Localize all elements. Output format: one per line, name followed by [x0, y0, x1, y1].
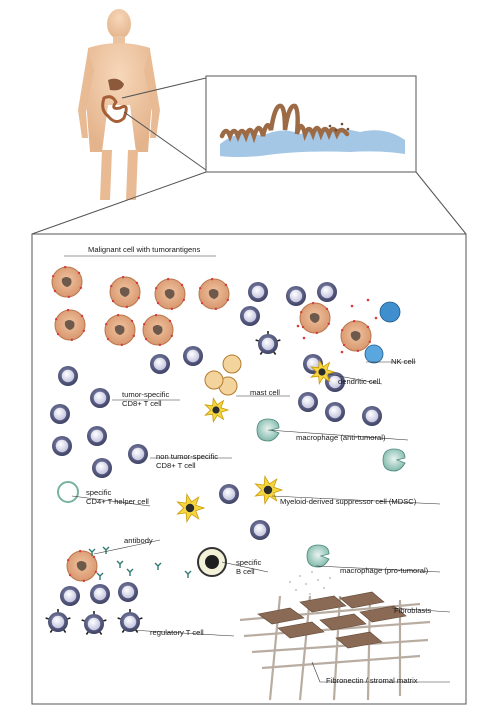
t-cell [87, 426, 107, 446]
label-macrophage-anti: macrophage (anti-tumoral) [296, 433, 386, 442]
t-cell [118, 582, 138, 602]
antibody [88, 548, 96, 556]
antibody [154, 562, 162, 570]
label-fibroblasts: Fibroblasts [394, 606, 432, 615]
label-antibody: antibody [124, 536, 153, 545]
t-cell [150, 354, 170, 374]
malignant-cell [198, 277, 230, 311]
grey-star-cell [204, 397, 230, 423]
antigen-dot [366, 298, 370, 302]
regulatory-t-cell [84, 614, 104, 634]
label-nk-cell: NK cell [391, 357, 416, 366]
label-macrophage-pro: macrophage (pro-tumoral) [340, 566, 429, 575]
t-cell [250, 520, 270, 540]
t-cell [219, 484, 239, 504]
t-cell [92, 458, 112, 478]
label-dendritic-cell: dendritic cell [338, 377, 381, 386]
antigen-dot [302, 336, 306, 340]
malignant-cell [66, 549, 98, 583]
label-mdsc: Myeloid-derived suppressor cell (MDSC) [280, 497, 417, 506]
label-non-tumor-cd8: non tumor-specific CD8+ T cell [156, 452, 218, 470]
label-cd4-helper-line2: CD4+ T helper cell [86, 497, 149, 506]
t-cell [58, 366, 78, 386]
label-cd4-helper-line1: specific [86, 488, 112, 497]
b-cell-nucleus [205, 555, 219, 569]
intestinal-wall-illustration [219, 103, 405, 157]
macrophage-pro-tumoral [306, 544, 330, 568]
t-cell [128, 444, 148, 464]
label-b-cell-line1: specific [236, 558, 262, 567]
label-non-tumor-cd8-line1: non tumor-specific [156, 452, 219, 461]
label-mast-cell: mast cell [250, 388, 280, 397]
label-b-cell: specific B cell [236, 558, 261, 576]
label-malignant-cell: Malignant cell with tumorantigens [88, 245, 201, 254]
fibroblast-dots [289, 571, 331, 595]
label-tumor-specific-cd8-line1: tumor-specific [122, 390, 170, 399]
t-cell [325, 372, 345, 392]
label-regulatory-t-cell: regulatory T cell [150, 628, 204, 637]
malignant-cell [154, 277, 186, 311]
dendritic-cell [310, 359, 336, 385]
t-cell [60, 586, 80, 606]
cd4-helper-cell [57, 481, 79, 503]
label-tumor-specific-cd8-line2: CD8+ T cell [122, 399, 162, 408]
t-cell [52, 436, 72, 456]
antigen-dot [296, 324, 300, 328]
mast-cell [204, 370, 224, 390]
t-cell [298, 392, 318, 412]
antibody [126, 568, 134, 576]
antibody [96, 572, 104, 580]
human-figure [78, 9, 160, 200]
label-non-tumor-cd8-line2: CD8+ T cell [156, 461, 196, 470]
antigen-dot [350, 304, 354, 308]
regulatory-t-cell [120, 612, 140, 632]
malignant-cell [104, 313, 136, 347]
malignant-cell [142, 313, 174, 347]
t-cell [183, 346, 203, 366]
t-cell [362, 406, 382, 426]
antibody [184, 570, 192, 578]
label-cd4-helper: specific CD4+ T helper cell [86, 488, 149, 506]
malignant-cell [54, 308, 86, 342]
t-cell [90, 584, 110, 604]
mast-cell [222, 354, 242, 374]
malignant-cell [299, 301, 331, 335]
malignant-cell [109, 275, 141, 309]
label-fibronectin: Fibronectin / stromal matrix [326, 676, 418, 685]
regulatory-t-cell [258, 334, 278, 354]
antibody [116, 560, 124, 568]
fibroblasts [257, 591, 407, 649]
antigen-dot [374, 316, 378, 320]
t-cell [50, 404, 70, 424]
label-tumor-specific-cd8: tumor-specific CD8+ T cell [122, 390, 169, 408]
t-cell [317, 282, 337, 302]
nk-cell [379, 301, 401, 323]
antibody [102, 546, 110, 554]
t-cell [90, 388, 110, 408]
leader-lines [64, 255, 451, 683]
antigen-dot [340, 350, 344, 354]
t-cell [240, 306, 260, 326]
t-cell [325, 402, 345, 422]
mdsc-cell [254, 475, 284, 505]
label-b-cell-line2: B cell [236, 567, 255, 576]
mdsc-cell [176, 493, 206, 523]
t-cell [286, 286, 306, 306]
cells-layer [45, 265, 406, 635]
regulatory-t-cell [48, 612, 68, 632]
malignant-cell [340, 319, 372, 353]
malignant-cell [51, 265, 83, 299]
t-cell [248, 282, 268, 302]
nk-cell [364, 344, 384, 364]
macrophage-anti-tumoral [382, 448, 406, 472]
